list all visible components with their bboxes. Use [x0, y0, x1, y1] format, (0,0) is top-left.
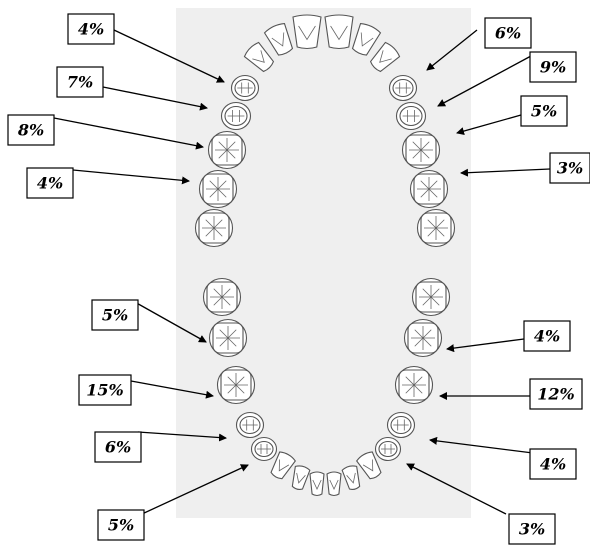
upper-right-3-text: 8%: [17, 121, 44, 140]
upper-third-molar-right: [196, 210, 233, 247]
lower-second-molar-left: [405, 320, 442, 357]
upper-left-1-label: 6%: [485, 18, 531, 48]
lower-first-molar-right: [218, 367, 255, 404]
upper-first-premolar-left: [390, 76, 417, 101]
upper-first-premolar-right: [232, 76, 259, 101]
upper-left-3-text: 5%: [531, 102, 557, 121]
upper-second-molar-right: [200, 171, 237, 208]
upper-right-4-arrow: [73, 170, 189, 181]
lower-left-1-text: 4%: [534, 327, 560, 346]
lower-left-4-text: 3%: [519, 520, 545, 539]
lower-third-molar-left: [413, 279, 450, 316]
lower-first-premolar-left: [376, 438, 401, 461]
upper-right-1-label: 4%: [68, 14, 114, 44]
lower-right-2-text: 15%: [86, 381, 123, 400]
lower-right-1-text: 5%: [102, 306, 128, 325]
lower-right-3-label: 6%: [95, 432, 141, 462]
upper-left-2-text: 9%: [540, 58, 566, 77]
lower-third-molar-right: [204, 279, 241, 316]
upper-right-1-text: 4%: [78, 20, 104, 39]
upper-second-premolar-right: [222, 103, 251, 130]
upper-right-2-text: 7%: [67, 73, 93, 92]
upper-second-premolar-left: [397, 103, 426, 130]
lower-left-2-text: 12%: [537, 385, 574, 404]
lower-second-premolar-right: [237, 413, 264, 438]
lower-left-3-text: 4%: [540, 455, 566, 474]
lower-right-4-text: 5%: [108, 516, 134, 535]
upper-left-2-label: 9%: [530, 52, 576, 82]
lower-left-2-label: 12%: [530, 379, 582, 409]
upper-central-incisor-left: [325, 15, 353, 49]
lower-right-2-label: 15%: [79, 375, 131, 405]
upper-left-3-label: 5%: [521, 96, 567, 126]
lower-second-premolar-left: [388, 413, 415, 438]
upper-first-molar-right: [209, 132, 246, 169]
lower-right-4-label: 5%: [98, 510, 144, 540]
lower-central-incisor-left: [327, 472, 341, 496]
upper-right-4-label: 4%: [27, 168, 73, 198]
upper-left-1-text: 6%: [495, 24, 521, 43]
upper-left-4-arrow: [461, 169, 550, 173]
upper-left-4-text: 3%: [557, 159, 583, 178]
lower-central-incisor-right: [310, 472, 324, 496]
lower-left-1-label: 4%: [524, 321, 570, 351]
upper-third-molar-left: [418, 210, 455, 247]
upper-second-molar-left: [411, 171, 448, 208]
lower-right-3-text: 6%: [105, 438, 131, 457]
upper-left-4-label: 3%: [550, 153, 590, 183]
paper-background: [176, 8, 471, 518]
upper-central-incisor-right: [293, 15, 321, 49]
lower-left-4-label: 3%: [509, 514, 555, 544]
upper-first-molar-left: [403, 132, 440, 169]
lower-second-molar-right: [210, 320, 247, 357]
upper-right-2-label: 7%: [57, 67, 103, 97]
lower-left-3-label: 4%: [530, 449, 576, 479]
upper-right-4-text: 4%: [37, 174, 63, 193]
lower-first-premolar-right: [252, 438, 277, 461]
lower-first-molar-left: [396, 367, 433, 404]
upper-right-3-label: 8%: [8, 115, 54, 145]
lower-right-1-label: 5%: [92, 300, 138, 330]
